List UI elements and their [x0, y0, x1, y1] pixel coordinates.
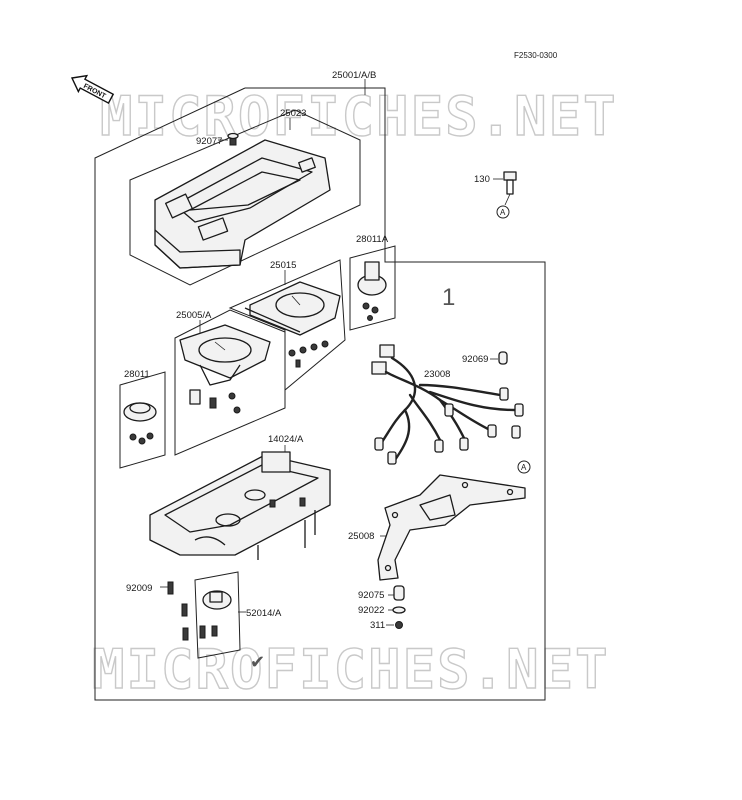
part-label-311: 311 [370, 620, 385, 631]
watermark-bottom: MICROFICHES.NET [92, 638, 610, 701]
group-outline-25015 [228, 259, 346, 392]
group-outline-25023 [129, 109, 361, 286]
part-label-92009: 92009 [126, 583, 152, 594]
part-label-92022: 92022 [358, 605, 384, 616]
ref-marker-a-bracket-label: A [521, 463, 527, 472]
group-outline-28011A [349, 245, 396, 331]
handwritten-check: ✔ [250, 652, 265, 673]
group-outline-52014A [194, 571, 241, 659]
grommet-92075 [393, 585, 405, 601]
screws-92009 [167, 581, 206, 641]
bulb-socket-28011A [357, 261, 387, 321]
part-label-23008: 23008 [424, 369, 450, 380]
assembly-outline [94, 87, 546, 701]
tachometer-25015 [244, 281, 341, 368]
bulb-92069 [498, 351, 508, 365]
ref-marker-a-top-label: A [500, 208, 506, 217]
part-label-28011A: 28011A [356, 234, 389, 245]
group-outline-28011 [119, 371, 166, 469]
part-label-25015: 25015 [270, 260, 296, 271]
washer-92022 [392, 606, 406, 614]
part-label-92075: 92075 [358, 590, 384, 601]
part-label-52014A: 52014/A [246, 608, 282, 619]
collar-311 [395, 621, 403, 629]
ref-marker-a-bracket [517, 460, 531, 474]
part-label-25008: 25008 [348, 531, 374, 542]
meter-cover [154, 139, 331, 269]
watermark-top: MICROFICHES.NET [100, 85, 618, 148]
group-outline-25005A [174, 309, 286, 456]
part-label-25001: 25001/A/B [332, 70, 376, 81]
bracket-25008 [377, 474, 526, 581]
part-label-25023: 25023 [280, 108, 306, 119]
speedometer-25005A [179, 324, 271, 414]
part-label-92077: 92077 [196, 136, 222, 147]
bolt-130 [503, 171, 517, 206]
part-label-92069: 92069 [462, 354, 488, 365]
bulb-socket-28011 [123, 402, 157, 445]
part-label-28011: 28011 [124, 369, 150, 380]
drawing-code: F2530-0300 [514, 51, 558, 60]
wiring-harness-23008 [371, 344, 524, 465]
part-label-25005A: 25005/A [176, 310, 212, 321]
sensor-52014A [202, 590, 232, 637]
screw-92077 [227, 132, 239, 146]
ref-marker-a-top [496, 205, 510, 219]
meter-case-14024A [149, 451, 331, 560]
part-label-130: 130 [474, 174, 490, 185]
part-label-14024A: 14024/A [268, 434, 304, 445]
handwritten-one: 1 [442, 284, 455, 311]
